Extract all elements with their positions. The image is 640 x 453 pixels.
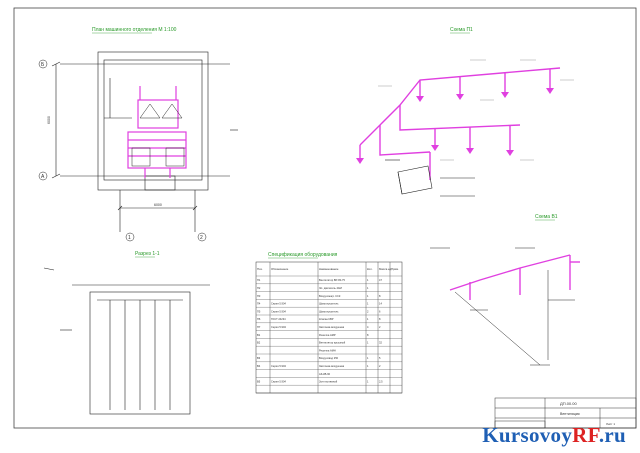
spec-header-cell: Масса ед. <box>379 267 392 271</box>
watermark-main: Kursovoy <box>482 423 573 447</box>
spec-cell: 14 <box>379 302 382 306</box>
spec-cell: П5 <box>257 309 261 313</box>
spec-cell: 2,5 <box>379 380 383 384</box>
spec-cell: В2 <box>257 341 261 345</box>
spec-cell: П3 <box>257 294 261 298</box>
spec-cell: В4 <box>257 364 261 368</box>
spec-cell: 1 <box>367 341 369 345</box>
dim-horizontal: 6000 <box>154 203 162 207</box>
spec-cell: П4 <box>257 302 261 306</box>
spec-cell: 8 <box>379 317 381 321</box>
scheme-v1-ducts <box>449 254 580 300</box>
spec-cell: В5 <box>257 380 261 384</box>
plan-title: План машинного отделения М 1:100 <box>92 27 177 33</box>
axis-label-row-bottom: А <box>41 174 45 180</box>
watermark: KursovoyRF.ru <box>482 423 626 448</box>
spec-cell: 8 <box>367 333 369 337</box>
title-block <box>494 397 637 429</box>
spec-cell: Воздуховод 250 <box>319 356 339 360</box>
spec-cell: Эл. двигатель 4АМ <box>319 286 342 290</box>
spec-cell: 47 <box>379 278 382 282</box>
spec-cell: П1 <box>257 278 261 282</box>
spec-cell: Решетка АМН <box>319 348 336 352</box>
spec-cell: В3 <box>257 356 261 360</box>
spec-cell: П2 <box>257 286 261 290</box>
spec-cell: П6 <box>257 317 261 321</box>
spec-cell: П7 <box>257 325 261 329</box>
spec-cell: Серия 5.904 <box>271 325 286 329</box>
axis-label-row-top: Б <box>41 62 45 68</box>
spec-cell: Серия 5.904 <box>271 364 286 368</box>
spec-header-cell: Кол. <box>367 267 373 271</box>
spec-cell: 1 <box>367 317 369 321</box>
spec-cell: 1 <box>367 380 369 384</box>
section-title: Разрез 1-1 <box>135 251 160 257</box>
spec-cell: 1 <box>367 278 369 282</box>
spec-cell: Серия 5.904 <box>271 309 286 313</box>
spec-cell: ГОСТ 24234 <box>271 317 286 321</box>
spec-cell: Шумоглушитель <box>319 302 339 306</box>
title-block-code: ДП.00.00 <box>560 401 577 406</box>
spec-cell: Воздухонагр. КСК <box>319 294 341 298</box>
axis-label-col-left: 1 <box>128 235 131 241</box>
spec-cell: 5 <box>379 356 381 360</box>
spec-header-cell: Наименование <box>319 267 339 271</box>
spec-cell: Вентилятор ВР-80-75 <box>319 278 345 282</box>
watermark-accent: RF <box>572 423 599 447</box>
spec-table: Поз. Обозначение Наименование Кол. Масса ед.… <box>255 261 403 394</box>
spec-cell: Вентилятор крышный <box>319 341 346 345</box>
spec-cell: Шумоглушитель <box>319 309 339 313</box>
plan-axis-markers <box>38 59 207 242</box>
spec-cell: Клапан КВР <box>319 317 334 321</box>
spec-cell: В1 <box>257 333 261 337</box>
spec-cell: 2 <box>367 309 369 313</box>
scheme-p1-ducts <box>359 67 561 180</box>
sheet-frame <box>13 7 637 429</box>
plan-units <box>127 86 187 178</box>
spec-header-cell: Прим. <box>391 267 399 271</box>
watermark-suffix: .ru <box>598 423 626 447</box>
spec-header-cell: Обозначение <box>271 267 289 271</box>
spec-cell: АЗ-КВ-60 <box>319 372 331 376</box>
spec-cell: 1 <box>367 302 369 306</box>
spec-cell: 2 <box>379 325 381 329</box>
scheme-p1-fan-unit <box>385 159 475 197</box>
scheme-p1-title: Схема П1 <box>450 27 473 33</box>
spec-cell: 1 <box>367 364 369 368</box>
dim-vertical: 6000 <box>47 116 51 124</box>
spec-cell: 1 <box>367 294 369 298</box>
spec-cell: Заслонка воздушная <box>319 364 345 368</box>
title-block-stage: Вентиляция <box>560 412 580 416</box>
spec-cell: Заслонка воздушная <box>319 325 345 329</box>
spec-cell: 1 <box>367 356 369 360</box>
spec-cell: Серия 5.904 <box>271 380 286 384</box>
spec-cell: 8 <box>379 294 381 298</box>
spec-cell: Решетка АМР <box>319 333 336 337</box>
plan-walls <box>51 51 238 232</box>
axis-label-col-right: 2 <box>200 235 203 241</box>
spec-cell: 1 <box>367 286 369 290</box>
section-drawing <box>43 267 210 415</box>
scheme-v1-title: Схема В1 <box>535 214 558 220</box>
spec-cell: 32 <box>379 341 382 345</box>
spec-cell: Серия 5.904 <box>271 302 286 306</box>
title-block-sheet: Лист 1 <box>606 422 615 426</box>
spec-cell: 2 <box>379 364 381 368</box>
spec-title: Спецификация оборудования <box>268 252 338 258</box>
spec-cell: 4 <box>367 325 369 329</box>
spec-cell: 6 <box>379 309 381 313</box>
spec-header-cell: Поз. <box>257 267 263 271</box>
spec-cell: Зонт вытяжной <box>319 380 338 384</box>
